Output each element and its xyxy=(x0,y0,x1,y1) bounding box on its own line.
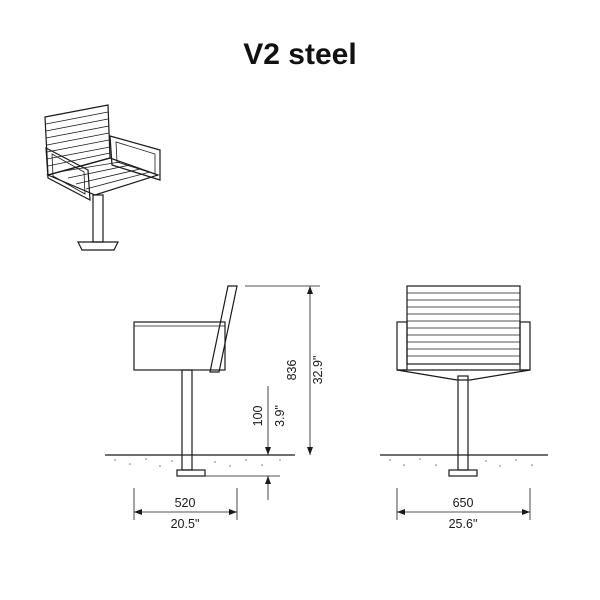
embed-in-label: 3.9" xyxy=(273,405,287,427)
page-title: V2 steel xyxy=(243,38,357,71)
depth-mm-label: 520 xyxy=(175,496,196,510)
height-mm-label: 836 xyxy=(285,360,299,381)
width-in-label: 25.6" xyxy=(449,517,478,531)
embed-mm-label: 100 xyxy=(251,406,265,427)
width-mm-label: 650 xyxy=(453,496,474,510)
perspective-view xyxy=(44,104,161,251)
height-in-label: 32.9" xyxy=(311,356,325,385)
side-view xyxy=(105,285,320,520)
front-view xyxy=(380,285,548,520)
depth-in-label: 20.5" xyxy=(171,517,200,531)
